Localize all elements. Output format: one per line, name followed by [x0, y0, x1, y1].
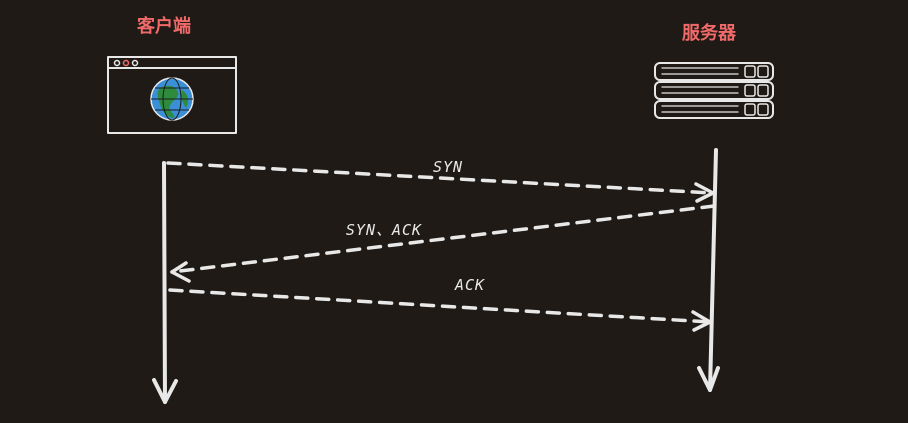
ack-label: ACK [454, 276, 485, 294]
server-rack-icon [654, 62, 774, 119]
browser-globe-icon [107, 56, 237, 134]
server-title: 服务器 [682, 22, 737, 44]
client-lifeline [152, 161, 178, 404]
syn-ack-label: SYN、ACK [346, 221, 422, 239]
syn-label: SYN [433, 158, 463, 176]
syn-ack-arrow [170, 204, 716, 283]
syn-arrow [166, 161, 715, 203]
server-lifeline [697, 148, 720, 392]
ack-arrow [168, 288, 712, 332]
client-title: 客户端 [137, 15, 191, 37]
